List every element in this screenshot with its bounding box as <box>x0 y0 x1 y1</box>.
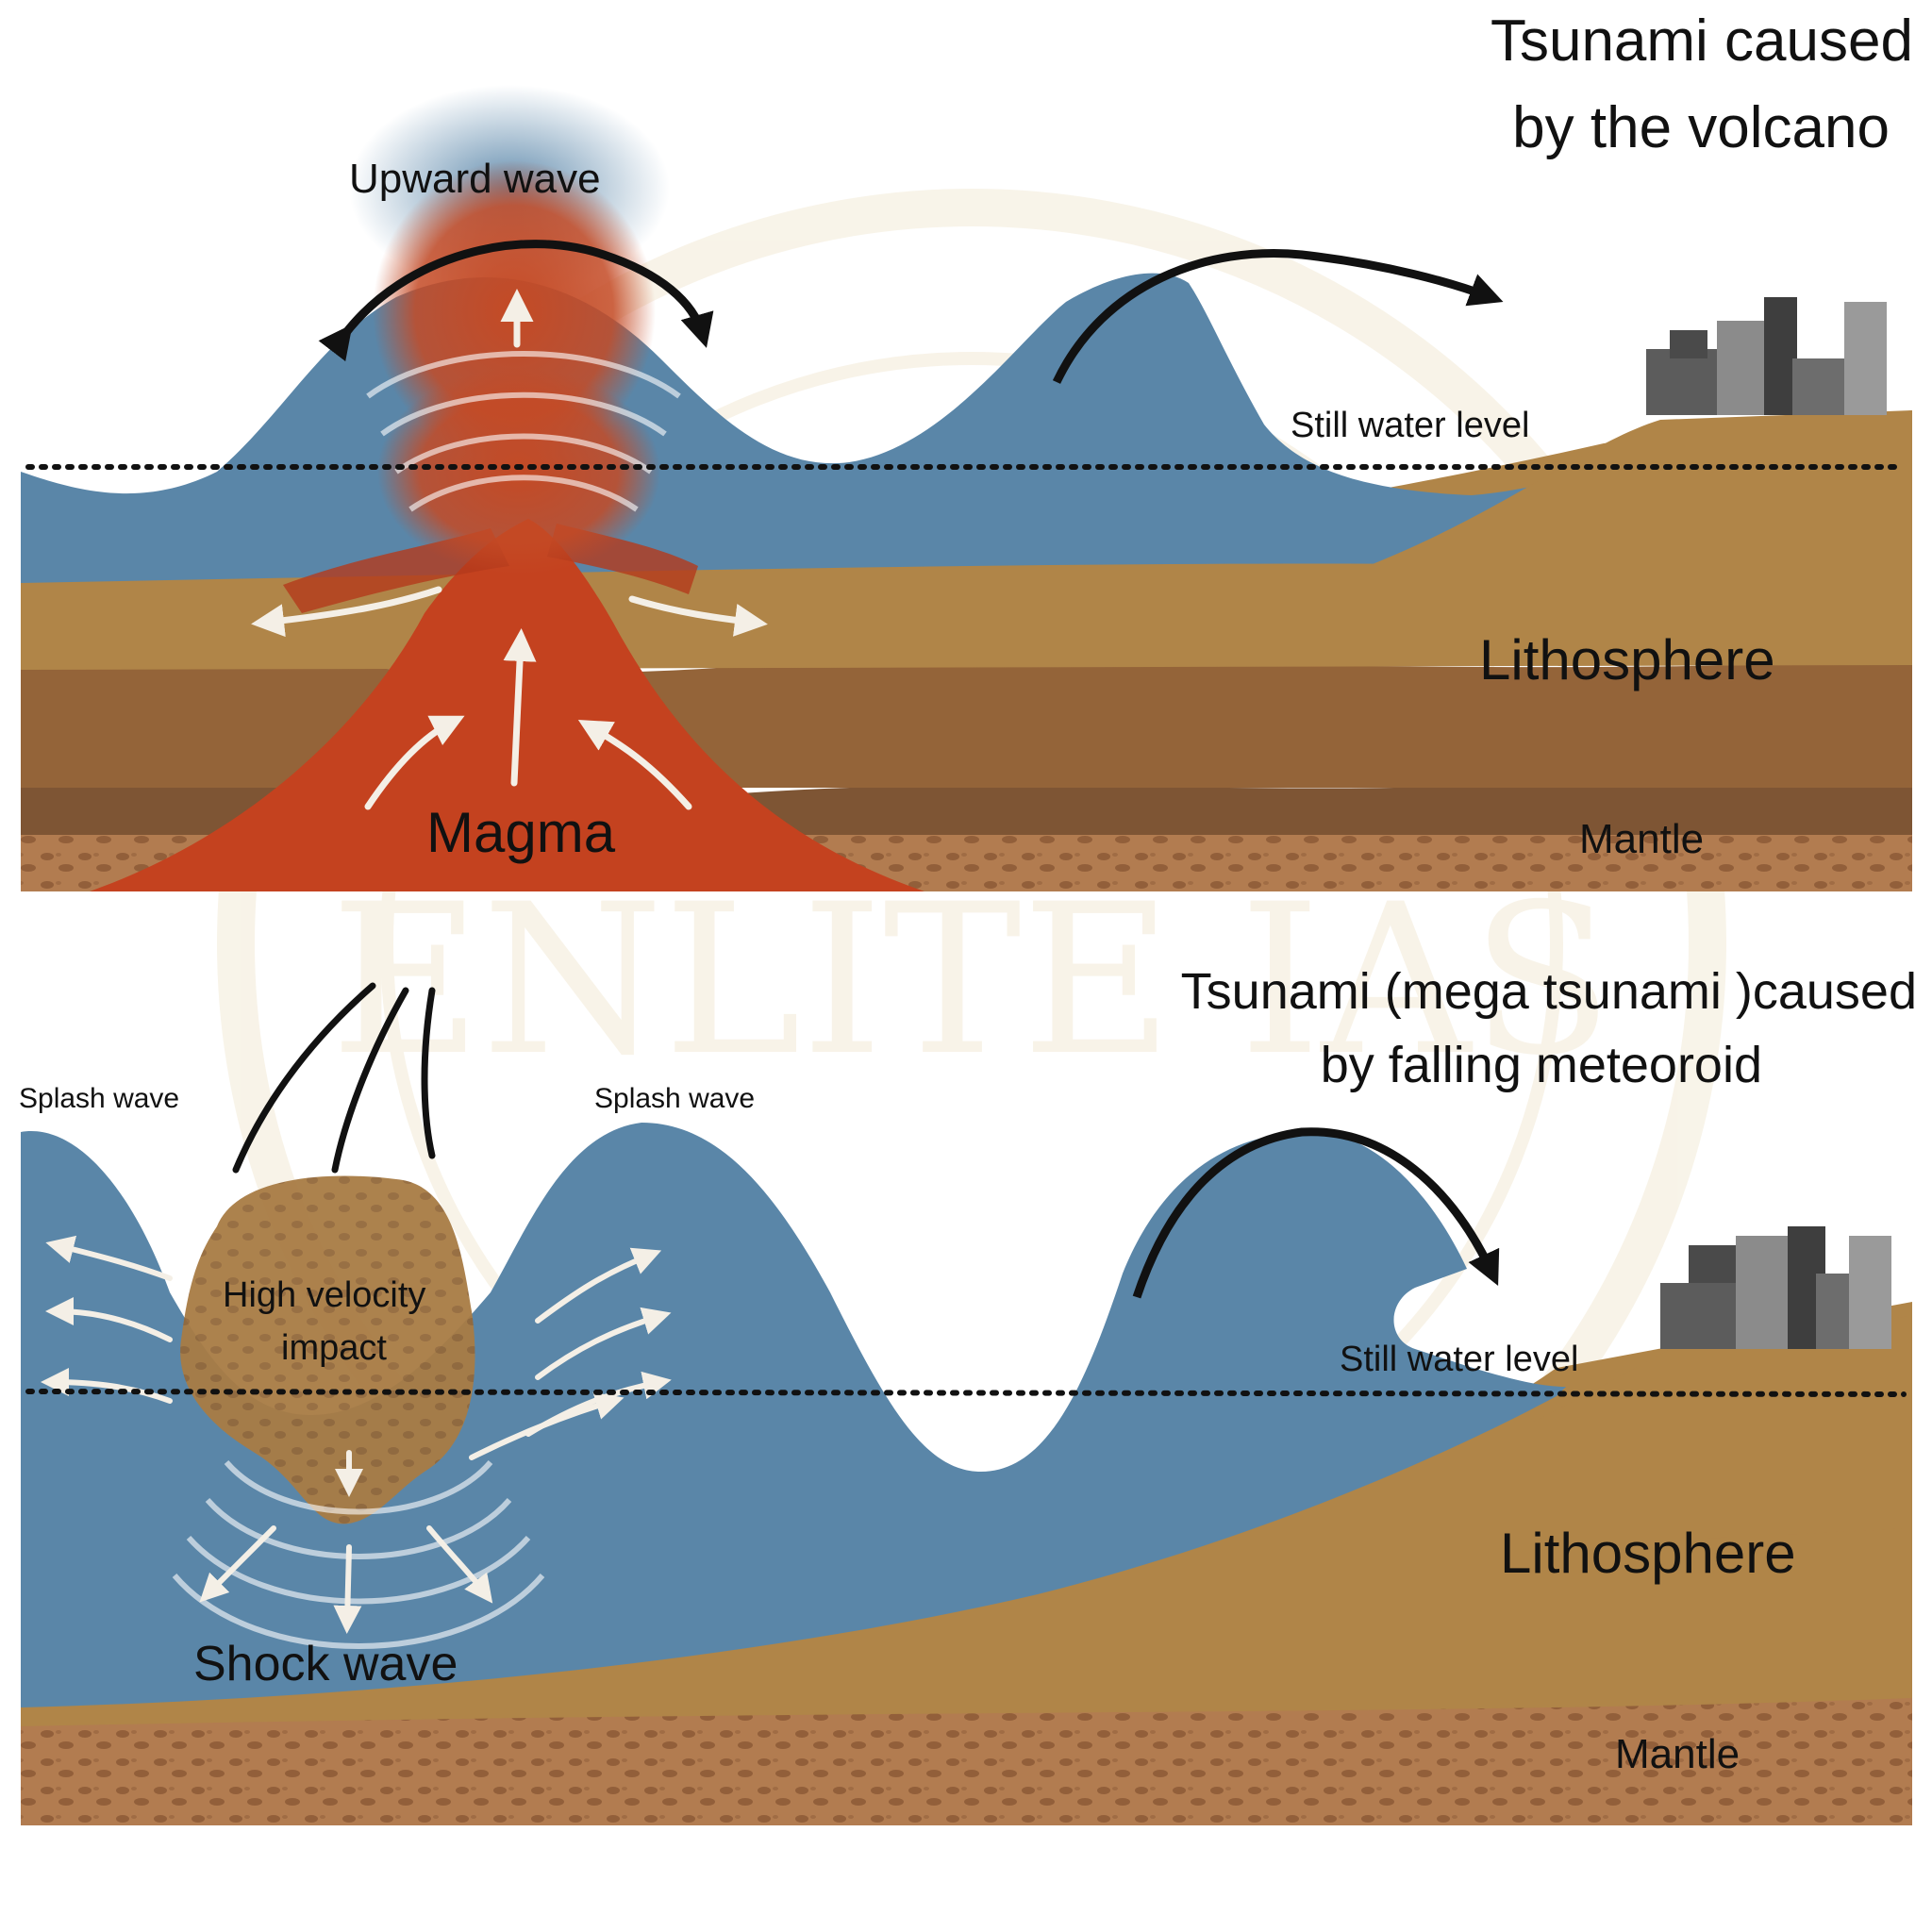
magma-label: Magma <box>426 801 616 864</box>
bottom-title-line2: by falling meteoroid <box>1320 1037 1762 1093</box>
top-title-line2: by the volcano <box>1512 95 1890 160</box>
upward-wave-label: Upward wave <box>349 156 601 202</box>
top-title-line1: Tsunami caused <box>1490 8 1913 74</box>
svg-text:ENLITE IAS: ENLITE IAS <box>330 859 1613 1101</box>
lithosphere-label-top: Lithosphere <box>1479 628 1775 691</box>
city-skyline-top <box>1646 297 1887 415</box>
magma-cone <box>90 519 924 891</box>
meteoroid <box>180 1175 475 1524</box>
bottom-panel <box>21 982 1912 1825</box>
lithosphere-label-bottom: Lithosphere <box>1500 1522 1796 1585</box>
magma-flow-arrows <box>251 289 768 810</box>
upward-wave-arrow <box>318 240 714 362</box>
shock-wave-label: Shock wave <box>193 1637 458 1691</box>
city-skyline-bottom <box>1660 1226 1891 1349</box>
still-water-line-bottom <box>25 1389 1907 1397</box>
still-water-label-top: Still water level <box>1291 406 1530 445</box>
bottom-title-line1: Tsunami (mega tsunami )caused <box>1180 963 1917 1020</box>
impact-label-line2: impact <box>281 1328 387 1368</box>
impact-label-line1: High velocity <box>223 1275 426 1315</box>
still-water-label-bottom: Still water level <box>1340 1340 1579 1379</box>
tsunami-wave-arrow-top <box>1052 249 1504 384</box>
meteoroid-trail <box>232 982 436 1174</box>
tsunami-wave-arrow-bottom <box>1132 1127 1500 1299</box>
splash-wave-label-left: Splash wave <box>19 1083 180 1114</box>
splash-arrows <box>41 1235 672 1634</box>
mantle-label-top: Mantle <box>1579 816 1705 862</box>
coast-top <box>1368 410 1912 585</box>
crust-bottom <box>21 1302 1912 1726</box>
top-panel <box>21 85 1912 891</box>
splash-wave-label-right: Splash wave <box>594 1083 756 1114</box>
coast-bottom <box>1528 1316 1912 1547</box>
magma-plume-lower <box>377 368 660 575</box>
mantle-label-bottom: Mantle <box>1615 1731 1740 1777</box>
shock-ripples <box>172 1460 545 1649</box>
water-bottom <box>21 1123 1566 1707</box>
